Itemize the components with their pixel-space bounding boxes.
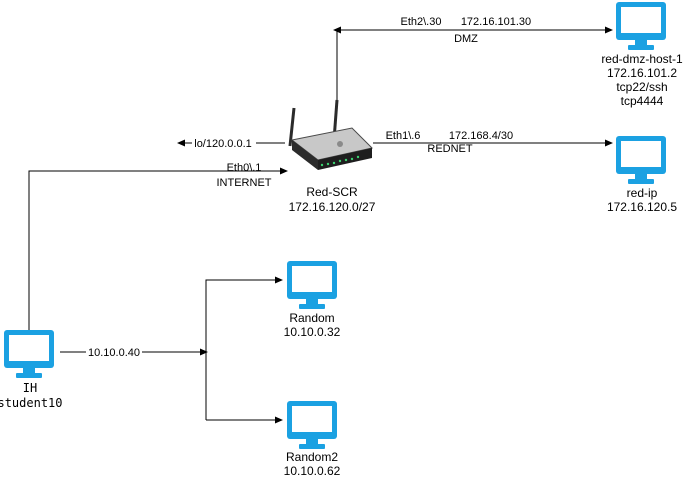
label-internet-zone: INTERNET — [217, 177, 272, 189]
host-service: tcp4444 — [621, 94, 664, 108]
label-eth0-iface: Eth0\.1 — [227, 162, 262, 174]
arrow-random2 — [275, 416, 283, 424]
label-dmz-zone: DMZ — [454, 33, 478, 45]
arrow-loopback — [177, 139, 185, 147]
host-name: red-dmz-host-1 — [601, 52, 683, 66]
host-user: student10 — [0, 396, 63, 410]
host-name: Random — [289, 311, 334, 325]
host-name: Random2 — [286, 450, 338, 464]
label-loopback: lo/120.0.0.1 — [194, 138, 252, 150]
label-ih-ip: 10.10.0.40 — [88, 347, 140, 359]
host-ip: 172.16.101.2 — [607, 66, 677, 80]
host-ip: 10.10.0.32 — [284, 325, 341, 339]
wireless-router-icon[interactable] — [288, 99, 373, 170]
computer-icon[interactable] — [4, 330, 54, 378]
arrow-dmz-host — [605, 26, 613, 34]
host-ip: 172.16.120.5 — [607, 200, 677, 214]
arrow-eth2 — [333, 26, 341, 34]
arrow-lan — [200, 348, 208, 356]
edge-ih-router — [28, 170, 280, 330]
host-name: red-ip — [627, 186, 658, 200]
arrow-eth0 — [280, 167, 288, 175]
computer-icon[interactable] — [616, 2, 666, 50]
label-eth1-iface: Eth1\.6 — [386, 130, 421, 142]
host-name: IH — [23, 381, 37, 395]
label-eth2-iface: Eth2\.30 — [401, 16, 442, 28]
arrow-redip-host — [605, 139, 613, 147]
computer-icon[interactable] — [287, 401, 337, 449]
computer-icon[interactable] — [287, 261, 337, 309]
host-ip: 10.10.0.62 — [284, 464, 341, 478]
label-eth2-ip: 172.16.101.30 — [461, 16, 531, 28]
arrow-random — [275, 276, 283, 284]
computer-icon[interactable] — [616, 136, 666, 184]
label-eth1-ip: 172.168.4/30 — [449, 130, 513, 142]
router-subnet: 172.16.120.0/27 — [289, 200, 376, 214]
host-service: tcp22/ssh — [616, 80, 667, 94]
router-name: Red-SCR — [306, 185, 358, 199]
label-rednet-zone: REDNET — [427, 143, 473, 155]
edge-lan-random — [205, 279, 275, 420]
